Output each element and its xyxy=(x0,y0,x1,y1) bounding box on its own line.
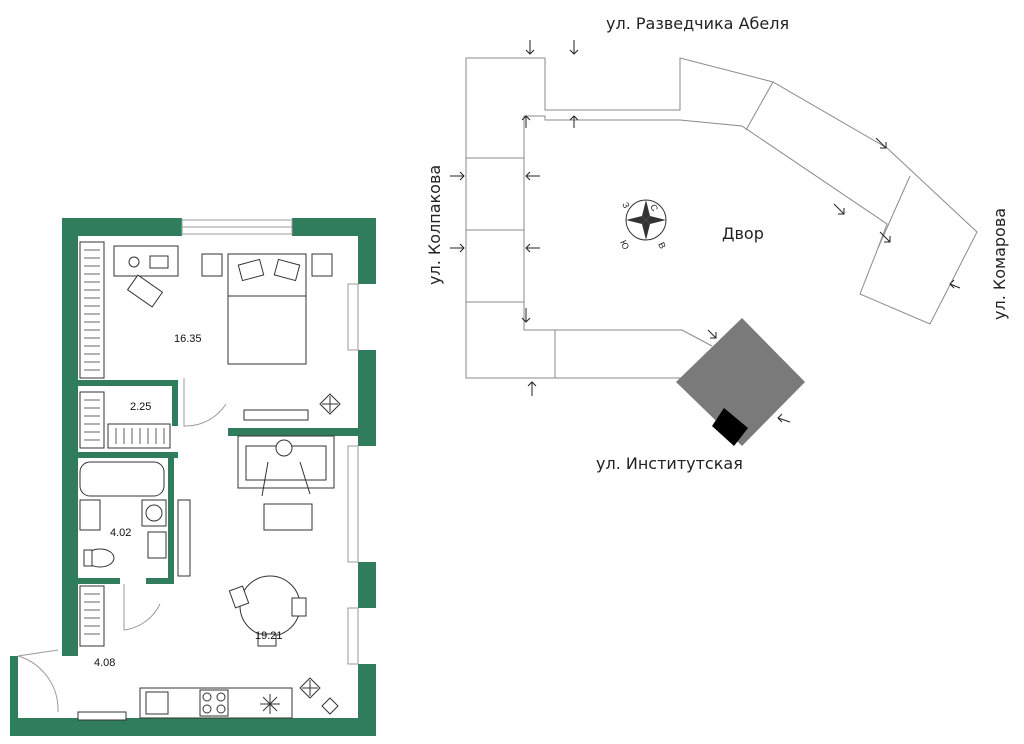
entrance-arrows xyxy=(450,40,961,423)
living-closet xyxy=(177,499,191,577)
doors xyxy=(17,378,227,713)
room-area-hall: 4.08 xyxy=(94,657,116,669)
street-label-east: ул. Комарова xyxy=(990,207,1009,320)
hall-radiator xyxy=(77,711,127,721)
street-label-west: ул. Колпакова xyxy=(425,164,444,285)
apartment-floorplan xyxy=(10,218,376,736)
bedroom-sofa-bench xyxy=(243,409,309,421)
bathroom-fixtures xyxy=(79,461,167,568)
room-area-storage: 2.25 xyxy=(130,401,152,413)
exterior-walls xyxy=(10,218,376,736)
highlighted-building xyxy=(676,318,805,446)
room-area-bathroom: 4.02 xyxy=(110,527,132,539)
interior-walls xyxy=(78,380,358,584)
living-sofa xyxy=(237,435,335,531)
bed xyxy=(201,253,333,365)
wardrobes xyxy=(79,241,171,647)
yard-label: Двор xyxy=(722,224,764,243)
compass-west: З xyxy=(620,201,631,210)
windows xyxy=(181,219,359,665)
kitchen-unit xyxy=(139,687,293,719)
plant-icons xyxy=(299,393,341,715)
desk xyxy=(113,245,179,308)
street-label-north: ул. Разведчика Абеля xyxy=(606,14,790,33)
room-area-bedroom: 16.35 xyxy=(174,333,202,345)
building-outline xyxy=(465,57,978,379)
compass-south: Ю xyxy=(618,239,631,251)
compass-north: С xyxy=(648,203,660,214)
compass-east: В xyxy=(656,241,668,251)
wardrobe-hangers xyxy=(84,249,165,635)
compass-icon: С Ю З В xyxy=(618,199,668,251)
room-area-living: 19.21 xyxy=(255,630,283,642)
dining-table xyxy=(228,575,307,647)
street-label-south: ул. Институтская xyxy=(596,454,743,473)
